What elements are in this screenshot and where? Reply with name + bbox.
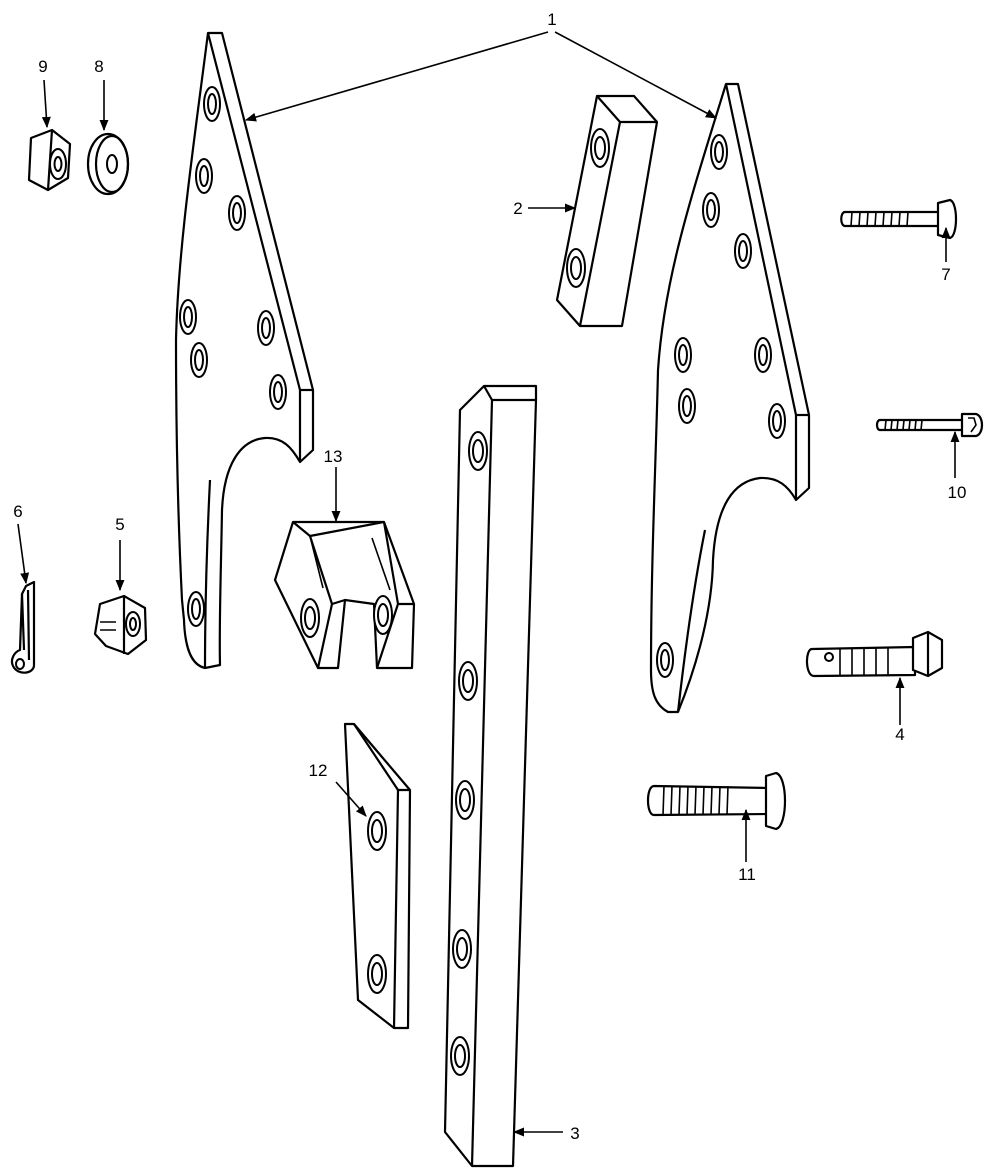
block-hole bbox=[566, 248, 586, 288]
bolt-4 bbox=[805, 630, 944, 678]
plate-hole bbox=[195, 158, 213, 194]
bar-hole bbox=[458, 661, 478, 701]
plate-hole bbox=[203, 86, 221, 122]
washer bbox=[86, 132, 130, 196]
hex-nut bbox=[27, 128, 72, 192]
clevis-hole bbox=[373, 595, 393, 635]
plate-hole bbox=[179, 299, 197, 335]
block-hole bbox=[590, 128, 610, 168]
spacer-block bbox=[555, 94, 659, 328]
callout-8: 8 bbox=[94, 57, 103, 76]
plate-hole bbox=[710, 134, 728, 170]
right-bracket-plate bbox=[649, 82, 811, 714]
callout-7: 7 bbox=[941, 265, 950, 284]
plate-hole bbox=[734, 233, 752, 269]
plate-hole bbox=[678, 388, 696, 424]
leader-lines bbox=[17, 31, 960, 1137]
bar-hole bbox=[450, 1036, 470, 1076]
left-bracket-plate bbox=[174, 31, 315, 670]
bar-hole bbox=[452, 929, 472, 969]
pin-11 bbox=[646, 771, 786, 831]
plate-hole bbox=[754, 337, 772, 373]
plate-hole bbox=[674, 337, 692, 373]
callout-4: 4 bbox=[895, 725, 904, 744]
plate-hole bbox=[367, 954, 387, 994]
cotter-pin bbox=[10, 580, 36, 674]
long-bar bbox=[443, 384, 538, 1168]
plate-hole bbox=[656, 642, 674, 678]
small-plate bbox=[343, 722, 412, 1030]
callout-12: 12 bbox=[309, 761, 328, 780]
plate-hole bbox=[187, 591, 205, 627]
bolt-10 bbox=[875, 412, 984, 438]
plate-hole bbox=[768, 403, 786, 439]
plate-hole bbox=[190, 342, 208, 378]
callout-labels: 1 2 3 4 5 6 7 8 9 10 11 12 13 bbox=[13, 10, 966, 1143]
bolt-7 bbox=[840, 198, 958, 240]
plate-hole bbox=[367, 811, 387, 851]
callout-2: 2 bbox=[513, 199, 522, 218]
callout-13: 13 bbox=[324, 447, 343, 466]
plate-hole bbox=[269, 374, 287, 410]
castle-nut bbox=[93, 594, 148, 656]
callout-3: 3 bbox=[570, 1124, 579, 1143]
clevis-hole bbox=[300, 598, 320, 638]
callout-1: 1 bbox=[547, 10, 556, 29]
callout-6: 6 bbox=[13, 502, 22, 521]
callout-5: 5 bbox=[115, 515, 124, 534]
u-clevis bbox=[273, 520, 416, 670]
callout-10: 10 bbox=[948, 483, 967, 502]
callout-9: 9 bbox=[38, 57, 47, 76]
plate-hole bbox=[257, 310, 275, 346]
plate-hole bbox=[702, 192, 720, 228]
plate-hole bbox=[228, 195, 246, 231]
bar-hole bbox=[468, 431, 488, 471]
bar-hole bbox=[455, 780, 475, 820]
callout-11: 11 bbox=[738, 865, 756, 884]
